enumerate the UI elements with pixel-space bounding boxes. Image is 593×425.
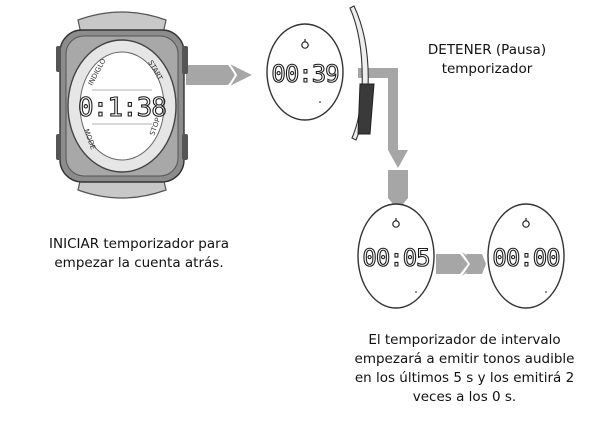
zero-display: 00:00 (492, 244, 559, 272)
stop-caption: DETENER (Pausa) temporizador (402, 41, 572, 79)
paused-watch-face (266, 23, 344, 121)
interval-caption-line3: en los últimos 5 s y los emitirá 2 (354, 370, 575, 386)
interval-caption-line4: veces a los 0 s. (412, 389, 517, 405)
start-caption-line1: INICIAR temporizador para (49, 236, 229, 252)
interval-caption: El temporizador de intervalo empezará a … (336, 331, 593, 407)
arrow-pause-to-countdown (358, 68, 408, 210)
start-side-button (182, 46, 188, 74)
countdown-display: 00:05 (362, 244, 429, 272)
indiglo-side-button (56, 46, 61, 72)
main-watch-display: 0:1:38 (78, 93, 166, 123)
interval-caption-line2: empezará a emitir tonos audible (354, 351, 575, 367)
mode-side-button (56, 134, 61, 160)
stop-button (357, 83, 375, 135)
arrow-countdown-to-zero (436, 252, 486, 276)
countdown-watch-face (357, 203, 435, 309)
pressed-button-watch-edge (349, 5, 375, 141)
stop-caption-line1: DETENER (Pausa) (427, 42, 547, 58)
arrow-start-to-pause (186, 59, 257, 91)
stop-caption-line2: temporizador (441, 61, 533, 77)
zero-watch-face (487, 203, 565, 309)
main-watch (56, 11, 188, 199)
interval-caption-line1: El temporizador de intervalo (368, 332, 561, 348)
stop-side-button (182, 134, 188, 160)
start-caption: INICIAR temporizador para empezar la cue… (8, 235, 270, 273)
paused-display: 00:39 (271, 60, 338, 88)
start-caption-line2: empezar la cuenta atrás. (54, 255, 224, 271)
